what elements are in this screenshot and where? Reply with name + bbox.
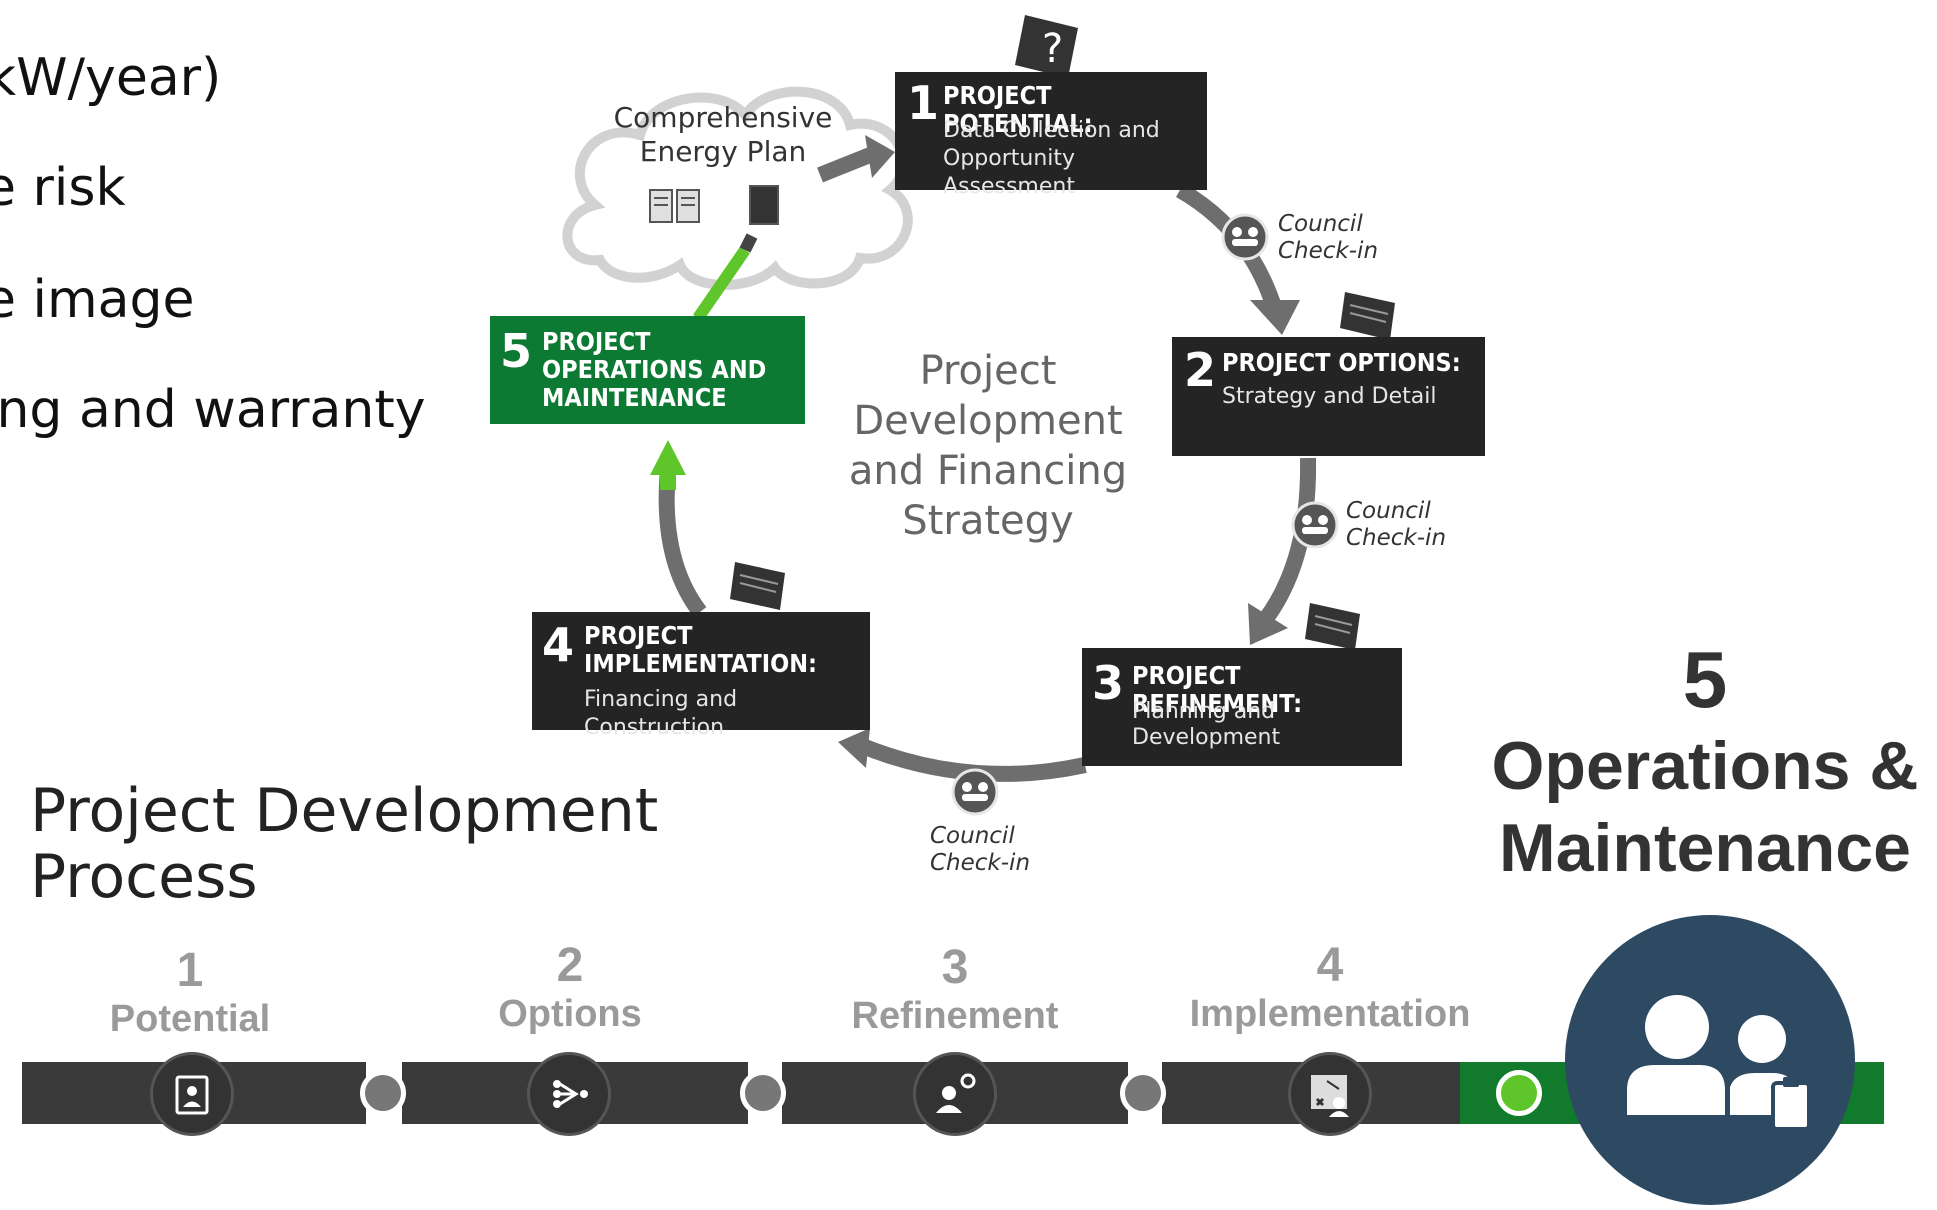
team-clipboard-icon xyxy=(1565,915,1855,1205)
timeline-dot-active xyxy=(1496,1070,1542,1116)
step-title: PROJECT REFINEMENT: xyxy=(1132,661,1303,718)
checkin-line2: Check-in xyxy=(1278,238,1379,264)
council-group-icon xyxy=(1221,213,1269,261)
step-subtitle: Strategy and Detail xyxy=(1222,384,1437,409)
bullet-item: e risk xyxy=(0,158,126,218)
document-icon xyxy=(730,562,785,610)
step-box-operations: 5 PROJECT OPERATIONS AND MAINTENANCE xyxy=(490,316,805,424)
bullet-item: ing and warranty xyxy=(0,380,426,440)
step-title: PROJECT xyxy=(584,621,693,650)
strategy-board-icon xyxy=(1288,1052,1372,1136)
step-box-refinement: 3 PROJECT REFINEMENT: Planning and Devel… xyxy=(1082,648,1402,766)
step-number: 4 xyxy=(1316,939,1344,992)
document-icon xyxy=(649,185,779,225)
timeline-dot xyxy=(740,1070,786,1116)
timeline-dot xyxy=(360,1070,406,1116)
council-checkin-label: Council Check-in xyxy=(930,823,1030,877)
svg-text:?: ? xyxy=(1042,26,1063,72)
cloud-shape xyxy=(562,86,913,290)
council-group-icon xyxy=(1291,501,1339,549)
timeline-step-potential: 1 Potential xyxy=(90,945,290,1041)
timeline-step-options: 2 Options xyxy=(470,940,670,1036)
step-number: 2 xyxy=(1184,343,1217,397)
center-strategy-text: Project Development and Financing Strate… xyxy=(838,346,1138,546)
timeline-dot xyxy=(1120,1070,1166,1116)
step-subtitle: Development xyxy=(1132,725,1281,750)
share-icon xyxy=(527,1052,611,1136)
active-step-number: 5 xyxy=(1682,635,1728,724)
step-title: PROJECT OPTIONS: xyxy=(1222,348,1461,377)
step-box-potential: 1 PROJECT POTENTIAL: Data Collection and… xyxy=(895,72,1207,199)
step-title: PROJECT POTENTIAL: xyxy=(943,81,1093,138)
center-text-line: and Financing xyxy=(848,448,1128,494)
step-number: 3 xyxy=(941,941,969,994)
step-subtitle: Opportunity Assessment xyxy=(943,146,1076,199)
checkin-line1: Council xyxy=(1346,498,1431,524)
step-label: Implementation xyxy=(1189,993,1471,1035)
step-box-options: 2 PROJECT OPTIONS: Strategy and Detail xyxy=(1172,337,1485,456)
step-subtitle: Financing and Construction xyxy=(584,687,738,740)
step-box-implementation: 4 PROJECT IMPLEMENTATION: Financing and … xyxy=(532,612,870,740)
council-checkin-label: Council Check-in xyxy=(1278,211,1378,265)
document-icon xyxy=(1340,292,1395,340)
process-title-line1: Project Development xyxy=(30,776,659,846)
step-number: 1 xyxy=(176,944,204,997)
cloud-label-line2: Energy Plan xyxy=(639,135,807,168)
center-text-line: Development xyxy=(853,398,1123,444)
process-title: Project Development Process xyxy=(30,778,658,910)
cloud-label-line1: Comprehensive xyxy=(613,101,833,134)
document-icon xyxy=(1305,603,1360,650)
step-number: 4 xyxy=(542,618,575,672)
active-step-label-line1: Operations & xyxy=(1491,728,1919,804)
id-card-icon xyxy=(150,1052,234,1136)
council-group-icon xyxy=(951,768,999,816)
step-number: 1 xyxy=(907,76,940,130)
checkin-line2: Check-in xyxy=(1346,525,1447,551)
checkin-line1: Council xyxy=(1278,211,1363,237)
step-title: OPERATIONS AND xyxy=(542,355,767,384)
cloud-label: Comprehensive Energy Plan xyxy=(608,101,838,169)
process-title-line2: Process xyxy=(30,842,258,912)
timeline-step-implementation: 4 Implementation xyxy=(1180,940,1480,1036)
step-number: 3 xyxy=(1092,656,1125,710)
center-text-line: Strategy xyxy=(902,498,1074,544)
active-step-label-line2: Maintenance xyxy=(1499,810,1911,886)
step-number: 5 xyxy=(500,324,533,378)
timeline-step-refinement: 3 Refinement xyxy=(835,942,1075,1038)
person-gear-icon xyxy=(913,1052,997,1136)
step-subtitle: Data Collection and xyxy=(943,118,1160,143)
step-title: MAINTENANCE xyxy=(542,383,727,412)
question-doc-icon: ? xyxy=(1015,15,1078,78)
active-step-label: 5 Operations & Maintenance xyxy=(1480,635,1930,889)
step-number: 2 xyxy=(556,939,584,992)
step-label: Potential xyxy=(109,998,271,1040)
step-label: Options xyxy=(498,993,642,1035)
step-title: IMPLEMENTATION: xyxy=(584,649,818,678)
step-label: Refinement xyxy=(851,995,1059,1037)
bullet-item: kW/year) xyxy=(0,48,222,108)
bullet-item: e image xyxy=(0,270,195,330)
step-title: PROJECT xyxy=(542,327,651,356)
checkin-line2: Check-in xyxy=(930,850,1031,876)
checkin-line1: Council xyxy=(930,823,1015,849)
step-subtitle: Planning and xyxy=(1132,699,1276,724)
center-text-line: Project xyxy=(919,348,1057,394)
council-checkin-label: Council Check-in xyxy=(1346,498,1446,552)
